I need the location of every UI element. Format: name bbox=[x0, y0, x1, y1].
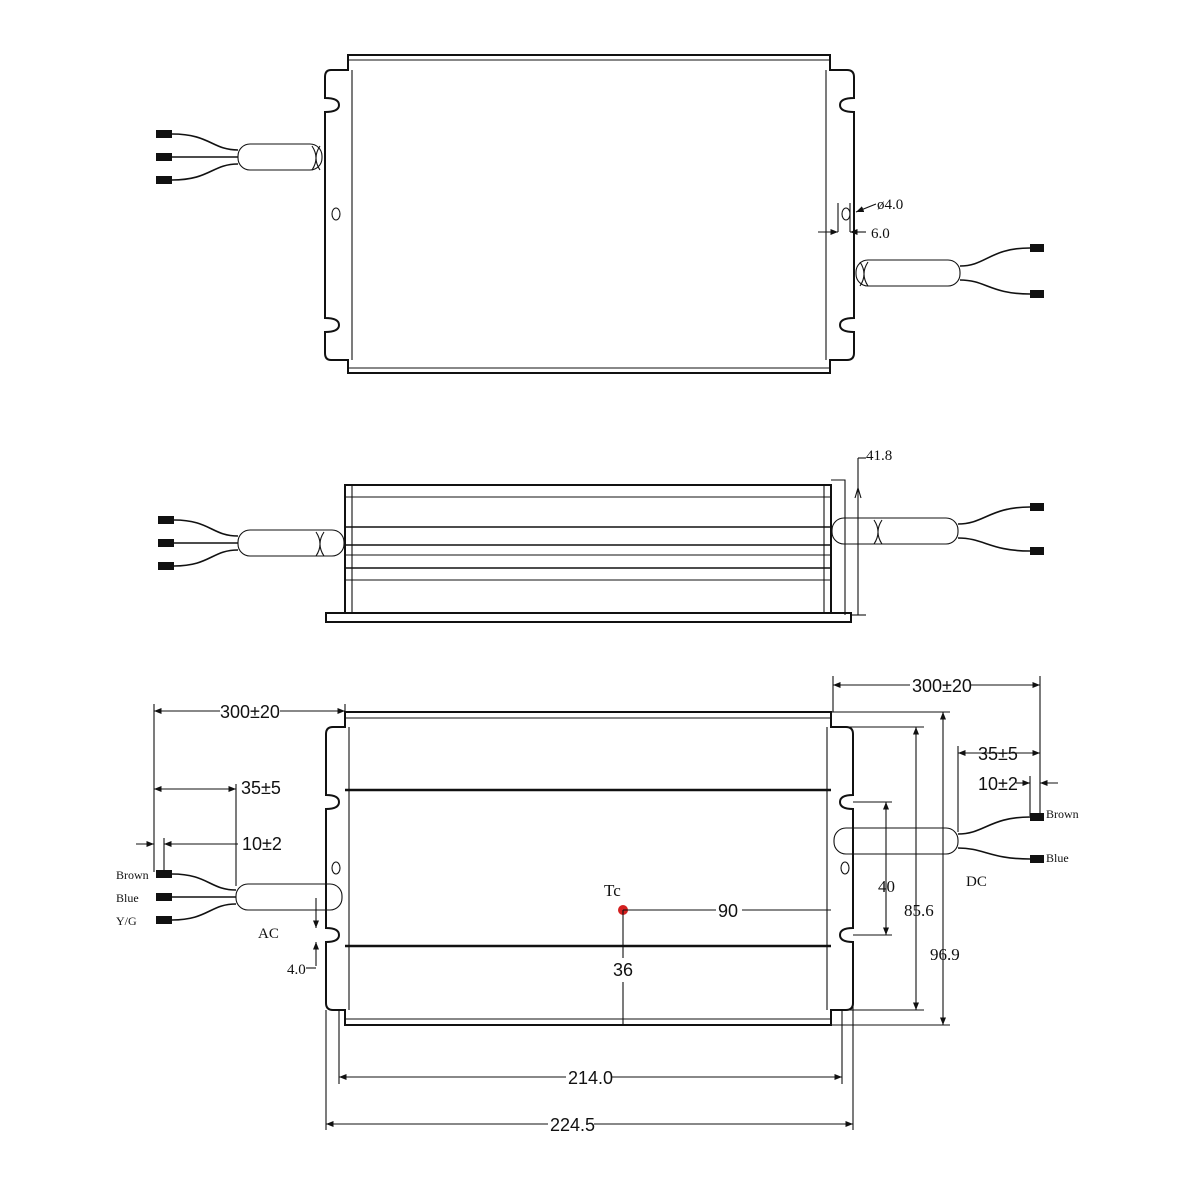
bottom-view: Brown Blue Y/G Brown Blue AC DC 300±20 3… bbox=[116, 676, 1079, 1135]
overall-length-label: 224.5 bbox=[550, 1115, 595, 1135]
ac-wire-brown-label: Brown bbox=[116, 868, 149, 882]
bottom-dc-cable bbox=[833, 813, 1044, 863]
mount-hole bbox=[331, 207, 341, 221]
side-ac-cable bbox=[158, 516, 345, 570]
ac-wire-blue-label: Blue bbox=[116, 891, 139, 905]
bottom-flange bbox=[325, 711, 854, 1026]
top-dc-cable bbox=[855, 244, 1044, 298]
top-view: ø4.0 6.0 bbox=[156, 54, 1044, 374]
inner-width-label: 85.6 bbox=[904, 901, 934, 920]
ac-wire-yg-label: Y/G bbox=[116, 914, 137, 928]
side-housing bbox=[344, 484, 832, 616]
height-label: 41.8 bbox=[866, 448, 892, 464]
side-view: 41.8 bbox=[158, 448, 1044, 623]
length-label: 214.0 bbox=[568, 1068, 613, 1088]
mount-hole bbox=[840, 861, 850, 875]
slot-label: 4.0 bbox=[287, 962, 306, 978]
hole-offset-label: 6.0 bbox=[871, 226, 890, 242]
top-flange bbox=[324, 54, 855, 374]
tc-label: Tc bbox=[604, 881, 621, 900]
mount-pitch-label: 40 bbox=[878, 877, 895, 896]
tin-right-label: 10±2 bbox=[978, 774, 1018, 794]
mount-hole bbox=[331, 861, 341, 875]
top-ac-cable bbox=[156, 130, 323, 184]
strip-left-label: 35±5 bbox=[241, 778, 281, 798]
outer-width-label: 96.9 bbox=[930, 945, 960, 964]
strip-right-label: 35±5 bbox=[978, 744, 1018, 764]
dc-wire-blue-label: Blue bbox=[1046, 851, 1069, 865]
dc-wire-brown-label: Brown bbox=[1046, 807, 1079, 821]
tc-x-label: 90 bbox=[718, 901, 738, 921]
side-dc-cable bbox=[831, 503, 1044, 555]
dc-label: DC bbox=[966, 874, 987, 890]
tin-left-label: 10±2 bbox=[242, 834, 282, 854]
ac-label: AC bbox=[258, 926, 279, 942]
lead-right-label: 300±20 bbox=[912, 676, 972, 696]
bottom-ac-cable bbox=[156, 870, 343, 924]
hole-dia-label: ø4.0 bbox=[877, 197, 903, 213]
lead-left-label: 300±20 bbox=[220, 702, 280, 722]
tc-y-label: 36 bbox=[613, 960, 633, 980]
